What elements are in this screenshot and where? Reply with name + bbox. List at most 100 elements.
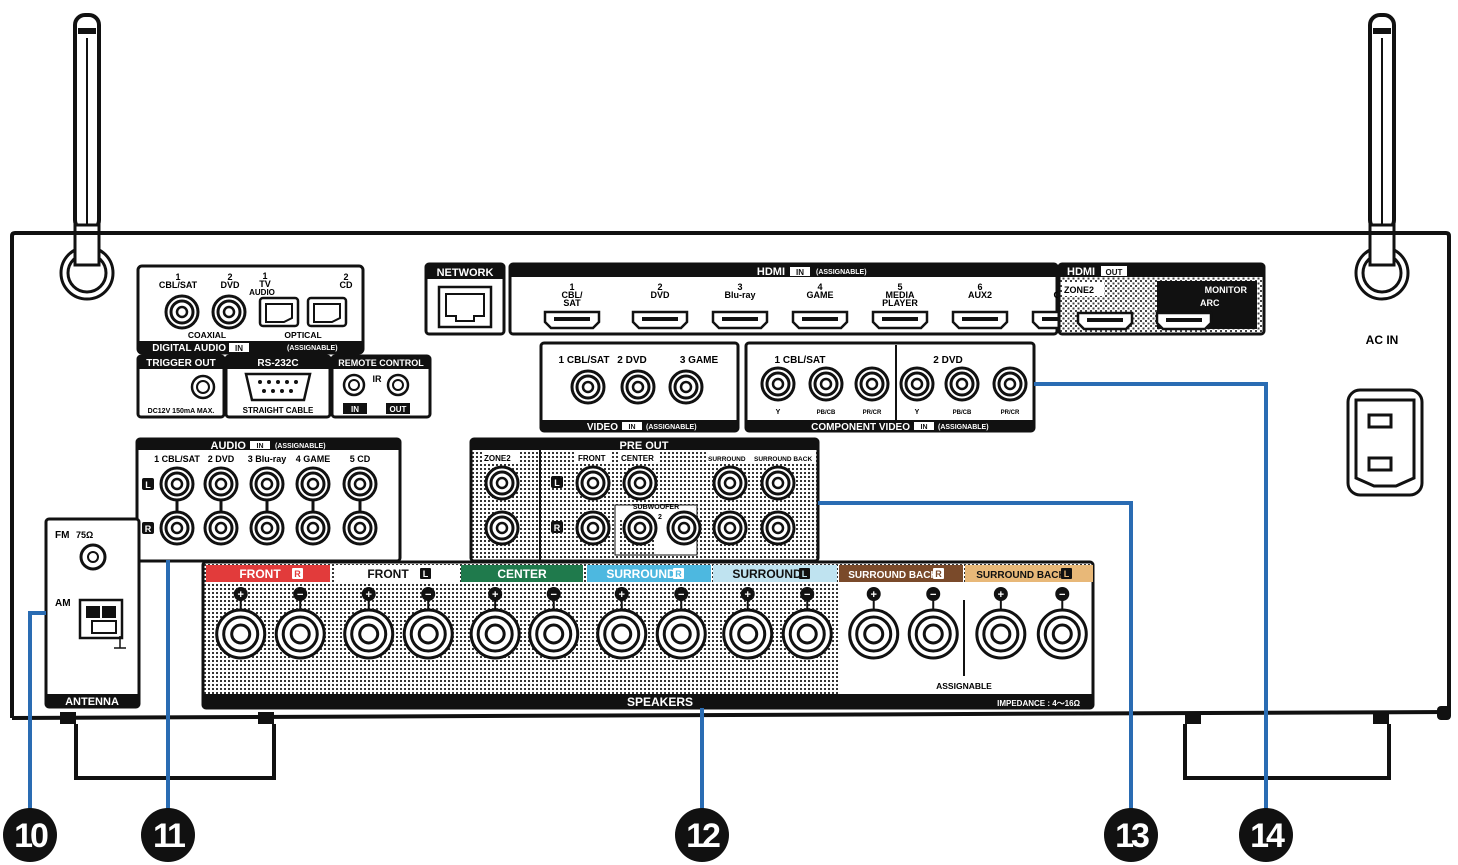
polarity-plus-symbol: + bbox=[492, 589, 498, 601]
pre-out-surround-r-jack[interactable] bbox=[712, 510, 748, 546]
speaker-binding-post-minus[interactable] bbox=[402, 608, 454, 660]
hdmi-out-zone2-port[interactable] bbox=[1076, 311, 1134, 331]
video-title: VIDEO bbox=[587, 422, 618, 433]
pre-out-surround-back-l-jack[interactable] bbox=[760, 465, 796, 501]
speaker-binding-post-minus[interactable] bbox=[1036, 608, 1088, 660]
speaker-channel-label: SURROUND BACK bbox=[976, 570, 1066, 581]
audio-in-r-jack[interactable] bbox=[295, 510, 331, 546]
trigger-out-spec: DC12V 150mA MAX. bbox=[148, 408, 215, 415]
audio-in-r-jack[interactable] bbox=[342, 510, 378, 546]
hdmi-in-port-2[interactable] bbox=[631, 310, 689, 330]
optical-jack-2[interactable] bbox=[306, 296, 348, 328]
video-jack-2[interactable] bbox=[620, 369, 656, 405]
pre-out-subwoofer-1-jack[interactable] bbox=[622, 510, 658, 546]
optical-jack-1[interactable] bbox=[258, 296, 300, 328]
speakers-impedance: IMPEDANCE : 4～16Ω bbox=[997, 699, 1080, 708]
digital-audio-section: 1 CBL/SAT 2 DVD 1 TV AUDIO 2 CD COAXIAL … bbox=[136, 264, 365, 355]
hdmi-in-port-1[interactable] bbox=[543, 310, 601, 330]
remote-in-jack[interactable] bbox=[342, 373, 366, 397]
am-antenna-terminal[interactable] bbox=[78, 598, 126, 649]
speaker-binding-post-plus[interactable] bbox=[343, 608, 395, 660]
speaker-channel-label: SURROUND BACK bbox=[848, 570, 938, 581]
pre-out-subwoofer-2-jack[interactable] bbox=[666, 510, 702, 546]
network-lan-port[interactable] bbox=[437, 285, 493, 329]
pre-out-front-l-jack[interactable] bbox=[575, 465, 611, 501]
video-jack-3[interactable] bbox=[668, 369, 704, 405]
speaker-binding-post-plus[interactable] bbox=[975, 608, 1027, 660]
speaker-binding-post-minus[interactable] bbox=[274, 608, 326, 660]
hdmi-in-port-number: 6 bbox=[977, 282, 982, 292]
left-antenna bbox=[59, 13, 115, 301]
digital-audio-assignable: (ASSIGNABLE) bbox=[287, 345, 338, 352]
hdmi-in-port-6[interactable] bbox=[951, 310, 1009, 330]
hdmi-in-port-number: 5 bbox=[897, 282, 902, 292]
pre-out-zone2-r-jack[interactable] bbox=[484, 510, 520, 546]
component-1-pr-jack[interactable] bbox=[854, 366, 890, 402]
remote-in-label: IN bbox=[351, 405, 359, 414]
hdmi-in-port-label: MEDIA bbox=[886, 290, 916, 300]
speaker-binding-post-minus[interactable] bbox=[907, 608, 959, 660]
pre-out-center-jack[interactable] bbox=[622, 465, 658, 501]
speakers-title: SPEAKERS bbox=[627, 695, 693, 709]
component-2-pb-jack[interactable] bbox=[944, 366, 980, 402]
pre-out-front-r-jack[interactable] bbox=[575, 510, 611, 546]
audio-assignable: (ASSIGNABLE) bbox=[275, 443, 326, 450]
hdmi-in-port-5[interactable] bbox=[871, 310, 929, 330]
hdmi-in-port-4[interactable] bbox=[791, 310, 849, 330]
polarity-minus-icon bbox=[800, 587, 815, 601]
hdmi-out-monitor-label: MONITOR bbox=[1205, 285, 1248, 295]
component-1-pb-jack[interactable] bbox=[808, 366, 844, 402]
speaker-binding-post-plus[interactable] bbox=[848, 608, 900, 660]
pre-out-left-badge: L bbox=[554, 478, 560, 488]
component-2-pr-jack[interactable] bbox=[992, 366, 1028, 402]
pre-out-zone2-l-jack[interactable] bbox=[484, 465, 520, 501]
speaker-binding-post-plus[interactable] bbox=[596, 608, 648, 660]
remote-out-jack[interactable] bbox=[386, 373, 410, 397]
hdmi-out-monitor-port[interactable] bbox=[1155, 311, 1213, 331]
speaker-binding-post-plus[interactable] bbox=[215, 608, 267, 660]
audio-in-l-jack[interactable] bbox=[159, 466, 195, 502]
audio-in-r-jack[interactable] bbox=[249, 510, 285, 546]
polarity-minus-icon bbox=[546, 587, 561, 601]
rs232c-port[interactable] bbox=[244, 372, 312, 402]
audio-in-l-jack[interactable] bbox=[203, 466, 239, 502]
speaker-binding-post-minus[interactable] bbox=[655, 608, 707, 660]
pre-out-surround-back-r-jack[interactable] bbox=[760, 510, 796, 546]
speaker-binding-post-minus[interactable] bbox=[781, 608, 833, 660]
audio-in-l-jack[interactable] bbox=[342, 466, 378, 502]
video-assignable: (ASSIGNABLE) bbox=[646, 424, 697, 431]
hdmi-in-port-label: AUX2 bbox=[968, 290, 992, 300]
trigger-out-jack[interactable] bbox=[190, 374, 216, 400]
fm-antenna-jack[interactable] bbox=[79, 543, 107, 571]
audio-in-column-label: 3 Blu-ray bbox=[248, 454, 287, 464]
callout-badge-13: 13 bbox=[1104, 808, 1158, 862]
hdmi-out-section: HDMI OUT ZONE2 MONITOR ARC bbox=[1057, 262, 1266, 336]
speaker-binding-post-minus[interactable] bbox=[528, 608, 580, 660]
component-2-y-jack[interactable] bbox=[899, 366, 935, 402]
callout-lines bbox=[28, 382, 1268, 812]
chassis-outline bbox=[10, 231, 1451, 718]
speaker-binding-post-plus[interactable] bbox=[469, 608, 521, 660]
speaker-binding-post-plus[interactable] bbox=[722, 608, 774, 660]
audio-in-column-label: 1 CBL/SAT bbox=[154, 454, 200, 464]
remote-ir-label: IR bbox=[373, 374, 383, 384]
video-jack-1[interactable] bbox=[570, 369, 606, 405]
component-1-y-jack[interactable] bbox=[760, 366, 796, 402]
audio-in-r-jack[interactable] bbox=[203, 510, 239, 546]
audio-in-l-jack[interactable] bbox=[249, 466, 285, 502]
pre-out-surround-l-jack[interactable] bbox=[712, 465, 748, 501]
network-title: NETWORK bbox=[437, 267, 494, 279]
digital-audio-title: DIGITAL AUDIO bbox=[152, 343, 226, 354]
audio-in-l-jack[interactable] bbox=[295, 466, 331, 502]
ac-inlet[interactable] bbox=[1346, 388, 1424, 497]
speaker-channel-badge bbox=[799, 568, 810, 579]
audio-right-badge: R bbox=[145, 524, 152, 534]
audio-in-r-jack[interactable] bbox=[159, 510, 195, 546]
coaxial-jack-1[interactable] bbox=[164, 294, 200, 330]
pre-out-zone2-label: ZONE2 bbox=[484, 454, 511, 463]
coaxial-jack-2[interactable] bbox=[211, 294, 247, 330]
hdmi-in-port-3[interactable] bbox=[711, 310, 769, 330]
